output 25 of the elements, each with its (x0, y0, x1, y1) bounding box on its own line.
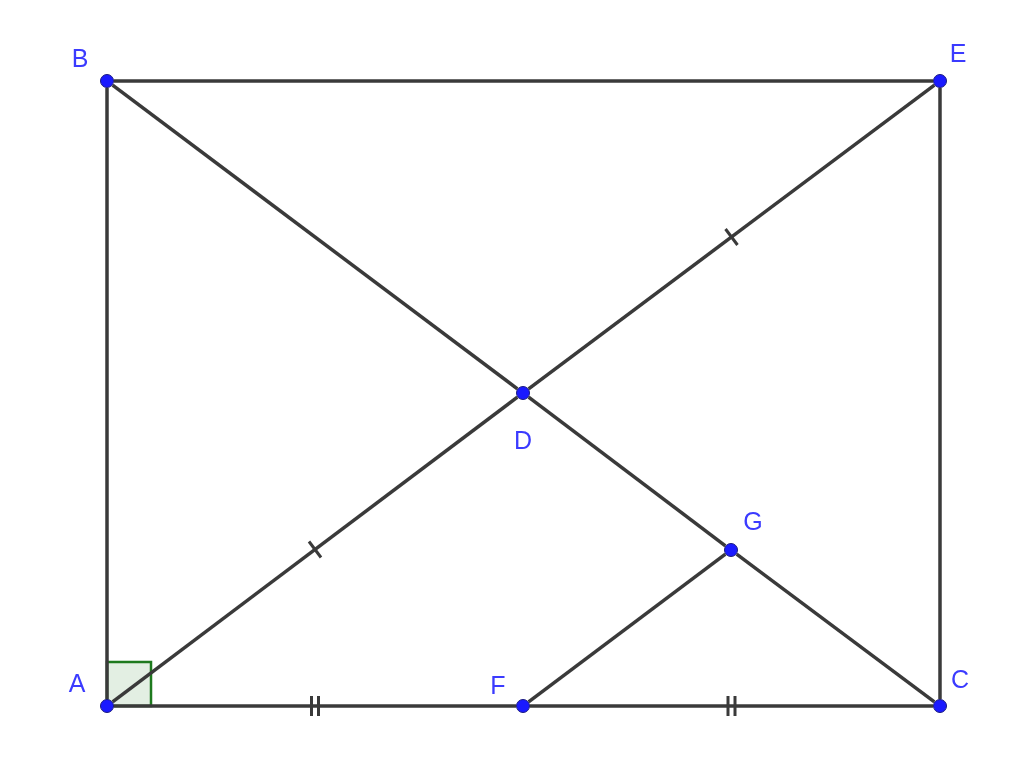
point-dot (100, 74, 114, 88)
point-dot (100, 699, 114, 713)
line-segment (527, 395, 727, 548)
line-segment (111, 83, 519, 391)
point-label: E (949, 40, 967, 66)
point-dot (933, 699, 947, 713)
point-dot (516, 699, 530, 713)
line-segment (938, 88, 942, 699)
point-dot (724, 543, 738, 557)
point-label: A (68, 670, 86, 696)
line-segment (105, 88, 109, 699)
line-segment (114, 704, 516, 708)
point-label: G (743, 508, 763, 534)
line-segment (527, 552, 727, 704)
point-label: D (513, 427, 533, 453)
line-segment (111, 395, 519, 704)
line-segment (527, 83, 936, 391)
point-dot (516, 386, 530, 400)
line-segment (735, 552, 936, 704)
line-segment (530, 704, 933, 708)
line-segment (114, 79, 933, 83)
point-dot (933, 74, 947, 88)
point-label: C (950, 666, 970, 692)
point-label: B (71, 45, 89, 71)
point-label: F (490, 672, 506, 698)
